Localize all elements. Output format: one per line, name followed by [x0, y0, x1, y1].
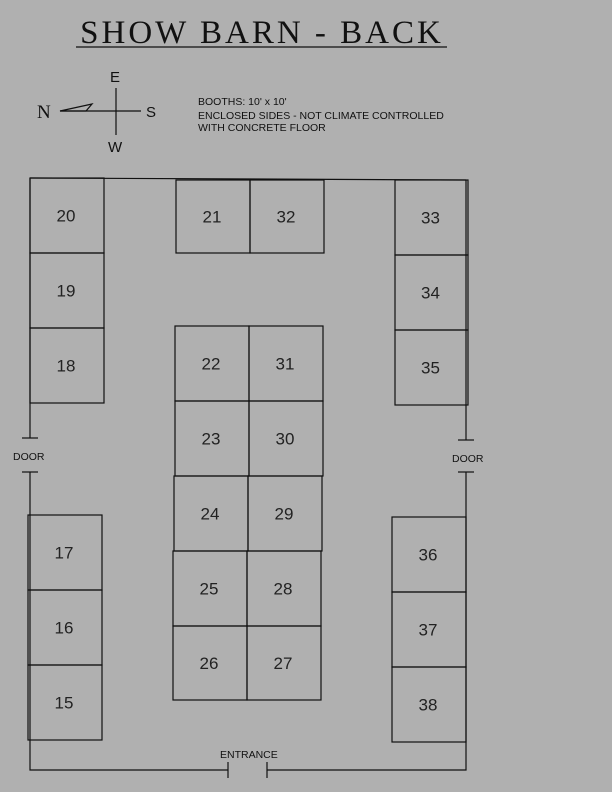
booth-number: 24	[201, 505, 220, 524]
booth-20: 20	[29, 177, 105, 254]
booth-37: 37	[391, 591, 467, 668]
booth-number: 33	[421, 209, 440, 228]
booth-number: 23	[202, 430, 221, 449]
compass-east: E	[110, 69, 120, 86]
booth-grid: 20 19 18 21 32 22 31 23 30 24 29 25 28 26 27 33 34 35 17 16…	[27, 177, 469, 743]
booth-19: 19	[29, 252, 105, 329]
booth-15: 15	[27, 664, 103, 741]
compass-north: N	[37, 102, 51, 123]
booth-number: 19	[57, 282, 76, 301]
booth-16: 16	[27, 589, 103, 666]
booth-number: 17	[55, 544, 74, 563]
north-arrow-icon	[59, 103, 94, 112]
booth-38: 38	[391, 666, 467, 743]
booth-number: 20	[57, 207, 76, 226]
booth-number: 25	[200, 580, 219, 599]
booth-number: 38	[419, 696, 438, 715]
booth-29: 29	[247, 475, 323, 552]
booth-27: 27	[246, 625, 322, 701]
booth-number: 36	[419, 546, 438, 565]
door-label-right: DOOR	[452, 453, 484, 465]
booth-32: 32	[249, 179, 325, 254]
booth-number: 35	[421, 359, 440, 378]
booth-number: 21	[203, 208, 222, 227]
booth-30: 30	[248, 400, 324, 477]
booth-outline	[249, 179, 325, 254]
booth-23: 23	[174, 400, 250, 477]
booth-number: 28	[274, 580, 293, 599]
note-enclosed-sides: ENCLOSED SIDES - NOT CLIMATE CONTROLLED	[198, 110, 444, 122]
note-booth-size: BOOTHS: 10' x 10'	[198, 96, 287, 108]
booth-34: 34	[394, 254, 469, 331]
booth-number: 15	[55, 694, 74, 713]
booth-outline	[246, 625, 322, 701]
booth-26: 26	[172, 625, 248, 701]
booth-18: 18	[29, 327, 105, 404]
door-label-left: DOOR	[13, 451, 45, 463]
booth-number: 16	[55, 619, 74, 638]
booth-number: 27	[274, 654, 293, 673]
booth-33: 33	[394, 179, 469, 256]
booth-outline	[29, 327, 105, 404]
booth-outline	[27, 664, 103, 741]
booth-outline	[394, 329, 469, 406]
booth-number: 34	[421, 284, 440, 303]
page-title: SHOW BARN - BACK	[80, 15, 444, 51]
booth-28: 28	[246, 550, 322, 627]
compass-south: S	[146, 104, 156, 121]
note-concrete-floor: WITH CONCRETE FLOOR	[198, 122, 326, 134]
compass-west: W	[108, 139, 123, 156]
booth-number: 30	[276, 430, 295, 449]
booth-17: 17	[27, 514, 103, 591]
compass-rose: N E S W	[37, 69, 156, 156]
booth-22: 22	[174, 325, 250, 402]
booth-24: 24	[173, 475, 249, 552]
booth-number: 31	[276, 355, 295, 374]
booth-25: 25	[172, 550, 248, 627]
booth-21: 21	[175, 179, 251, 254]
booth-outline	[391, 666, 467, 743]
booth-number: 37	[419, 621, 438, 640]
booth-number: 22	[202, 355, 221, 374]
booth-number: 29	[275, 505, 294, 524]
booth-36: 36	[391, 516, 467, 593]
booth-35: 35	[394, 329, 469, 406]
booth-number: 32	[277, 208, 296, 227]
booth-31: 31	[248, 325, 324, 402]
booth-number: 26	[200, 654, 219, 673]
booth-number: 18	[57, 357, 76, 376]
entrance-label: ENTRANCE	[220, 749, 278, 761]
